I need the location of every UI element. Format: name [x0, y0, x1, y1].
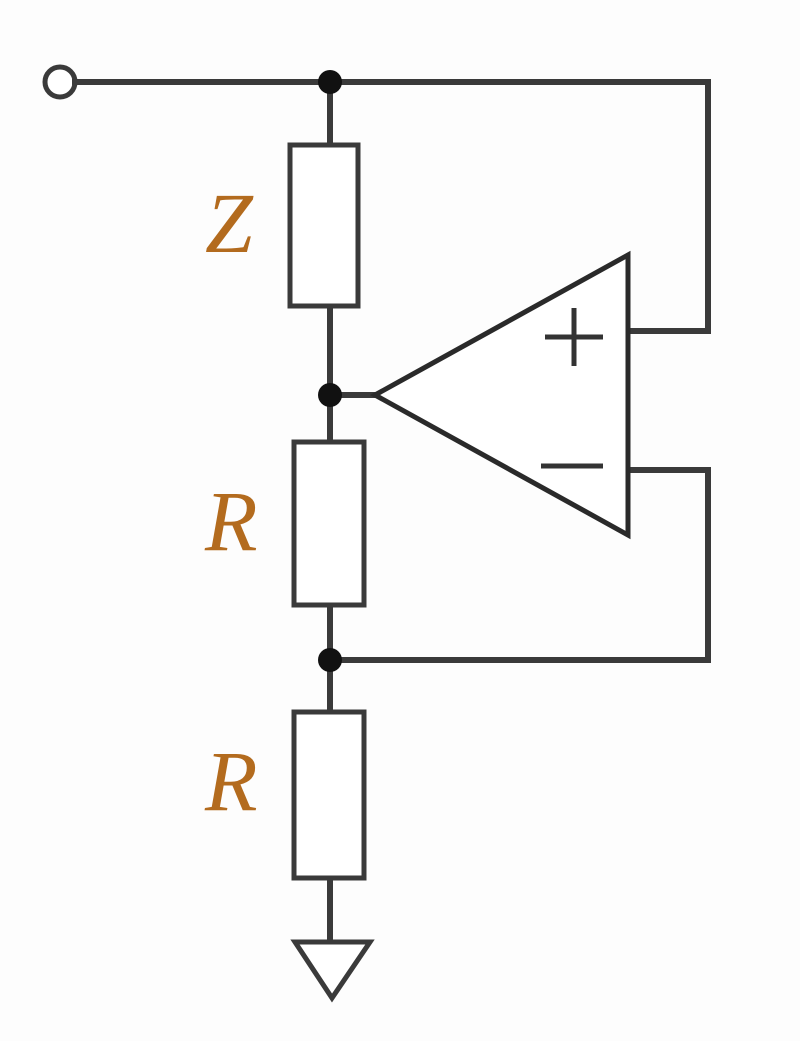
junction-dot-mid	[318, 383, 342, 407]
resistor-r-lower	[291, 709, 367, 881]
junction-dot-lower	[318, 648, 342, 672]
ground-icon	[290, 939, 375, 1003]
resistor-r-upper	[291, 439, 367, 608]
noninverting-feedback-wire	[625, 79, 711, 334]
plus-sign	[545, 308, 603, 366]
impedance-z	[287, 142, 361, 309]
label-r-upper: R	[204, 473, 258, 569]
label-r-lower: R	[204, 733, 258, 829]
opamp	[369, 250, 631, 540]
junction-dot-top	[318, 70, 342, 94]
input-terminal	[42, 64, 78, 100]
inverting-feedback-wire	[327, 467, 711, 663]
label-z: Z	[205, 175, 254, 271]
